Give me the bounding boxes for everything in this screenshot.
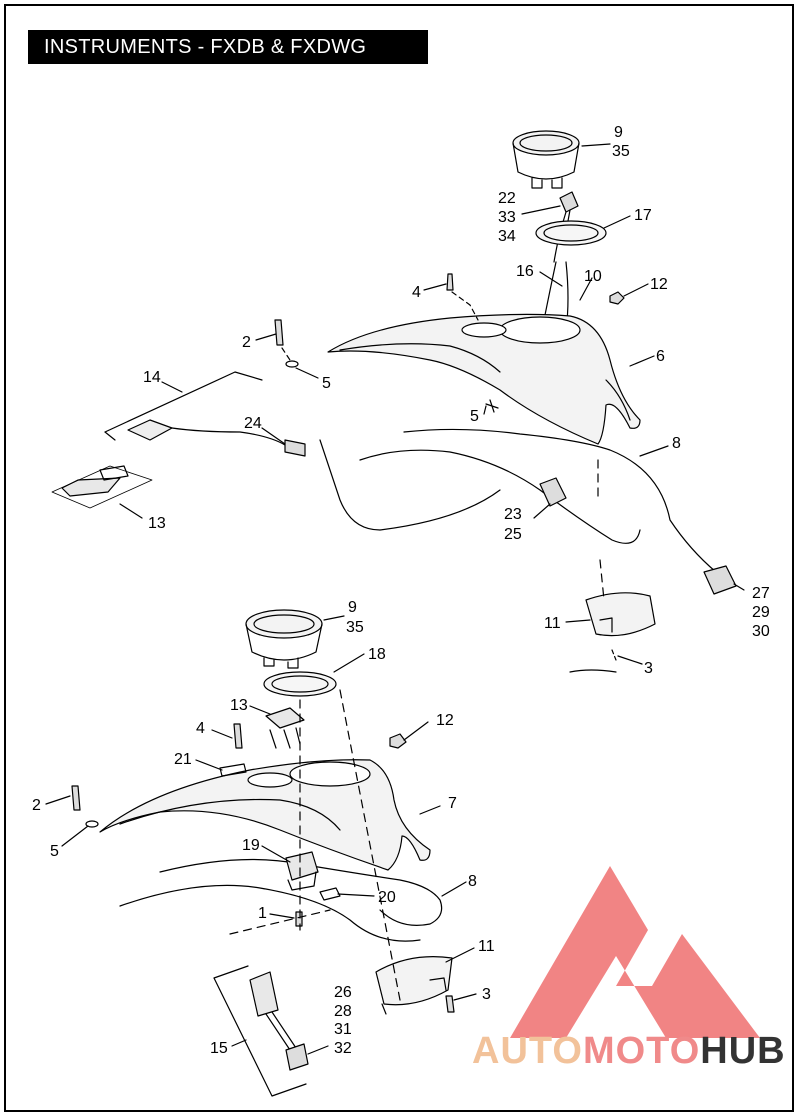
page-border [4,4,794,1112]
housing-11-lower [375,956,453,1015]
callout-31: 31 [334,1021,352,1038]
callout-11-lower: 11 [478,938,495,955]
callout-9-upper: 9 [614,124,623,141]
callout-22: 22 [498,190,516,207]
callout-28: 28 [334,1003,352,1020]
nut-12-lower [389,733,407,749]
gauge-19 [285,851,319,891]
callout-2-upper: 2 [242,334,251,351]
callout-2-lower: 2 [32,797,41,814]
callout-16: 16 [516,263,534,280]
harness-14 [104,371,306,457]
console-upper [327,313,641,445]
callout-26: 26 [334,984,352,1001]
callout-20: 20 [378,889,396,906]
callout-27: 27 [752,585,770,602]
watermark-text: AUTOMOTOHUB [472,1030,786,1073]
callout-19: 19 [242,837,260,854]
watermark-part-hub: HUB [700,1030,786,1072]
nut-12-upper [609,291,625,305]
screw-2-upper [274,319,284,346]
callout-24: 24 [244,415,262,432]
callout-5-lower: 5 [50,843,59,860]
screw-2-lower [71,785,81,811]
lamp-13-upper [51,465,153,509]
watermark-part-auto: AUTO [472,1030,583,1072]
callout-21: 21 [174,751,192,768]
page-title: INSTRUMENTS - FXDB & FXDWG [28,30,428,64]
callout-7: 7 [448,795,457,812]
callout-5-middle: 5 [470,408,479,425]
callout-13-upper: 13 [148,515,166,532]
lamp-13-lower [265,707,305,749]
callout-3-upper: 3 [644,660,653,677]
watermark-logo [510,866,760,1038]
watermark-triangle [510,866,760,1038]
callout-33: 33 [498,209,516,226]
speedometer-upper [512,130,580,189]
sensor-15 [213,965,309,1097]
screw-4-upper [446,273,454,291]
callout-17: 17 [634,207,652,224]
callout-29: 29 [752,604,770,621]
screw-4-lower [233,723,243,749]
callout-32: 32 [334,1040,352,1057]
callout-15: 15 [210,1040,228,1057]
housing-11-upper [569,592,656,673]
callouts: 9 35 22 33 34 17 16 10 4 12 2 5 6 14 24 … [32,124,770,1057]
callout-23: 23 [504,506,522,523]
callout-12-lower: 12 [436,712,454,729]
callout-4-lower: 4 [196,720,205,737]
callout-35-lower: 35 [346,619,364,636]
callout-18: 18 [368,646,386,663]
callout-14: 14 [143,369,161,386]
harness-8-lower [119,858,443,942]
callout-6: 6 [656,348,665,365]
callout-34: 34 [498,228,516,245]
callout-25: 25 [504,526,522,543]
callout-8-lower: 8 [468,873,477,890]
console-lower [99,759,431,871]
callout-11-upper: 11 [544,615,561,632]
screw-1 [295,911,303,927]
callout-9-lower: 9 [348,599,357,616]
watermark-part-moto: MOTO [582,1030,701,1072]
speedometer-lower [245,609,323,669]
callout-8-upper: 8 [672,435,681,452]
callout-35-upper: 35 [612,143,630,160]
callout-13-lower: 13 [230,697,248,714]
harness-8-upper [319,428,737,595]
callout-4-upper: 4 [412,284,421,301]
callout-1: 1 [258,905,267,922]
callout-30: 30 [752,623,770,640]
callout-12-upper: 12 [650,276,668,293]
callout-3-lower: 3 [482,986,491,1003]
callout-10: 10 [584,268,602,285]
callout-5-upper: 5 [322,375,331,392]
